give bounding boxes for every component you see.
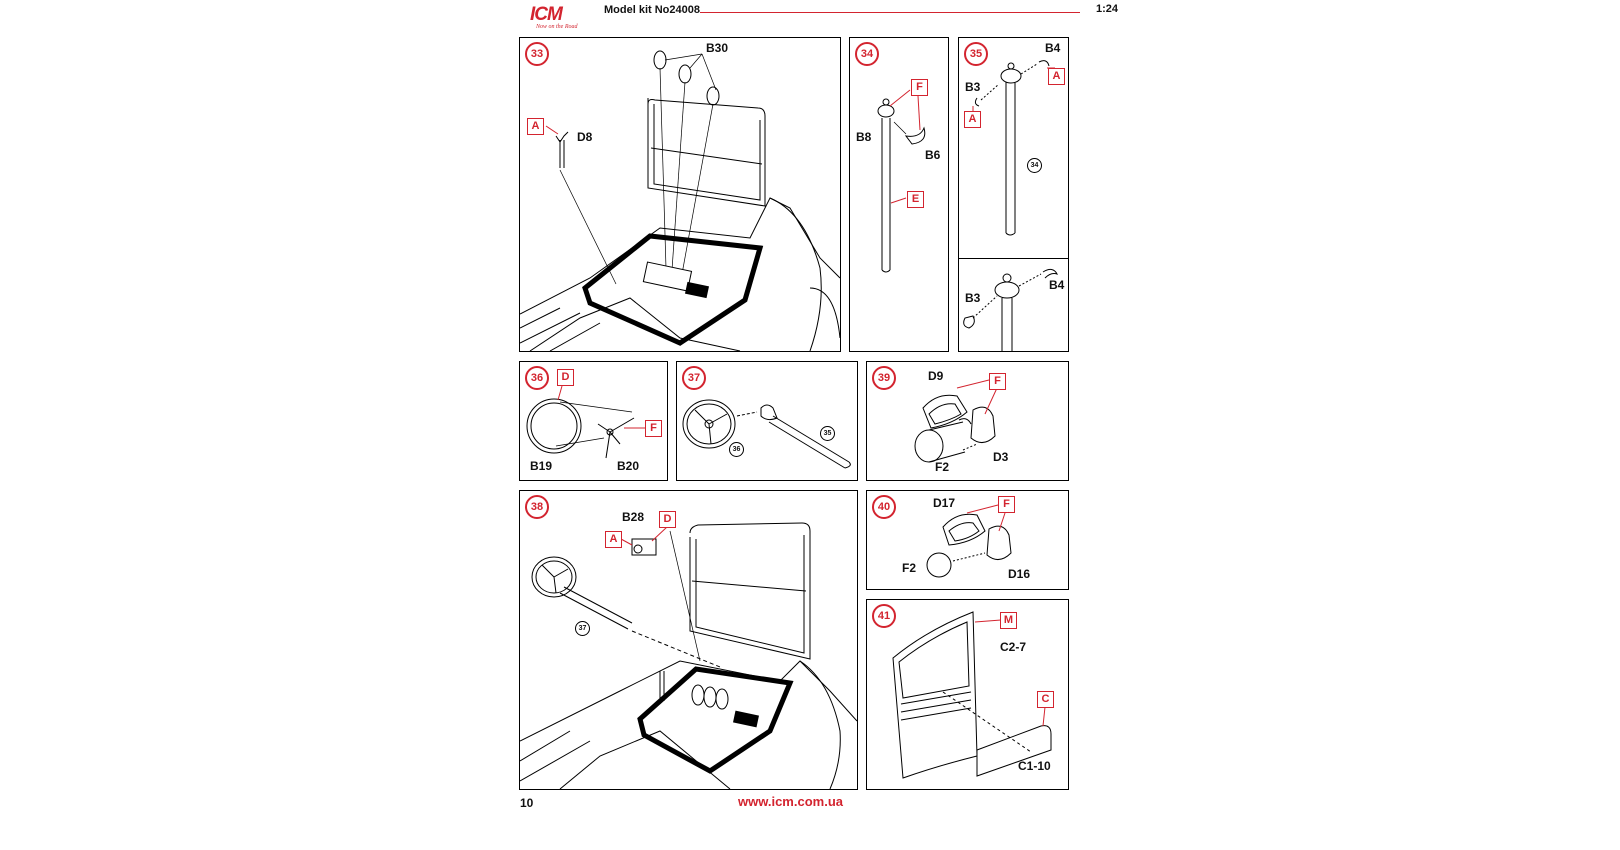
part-label-d16: D16 xyxy=(1008,567,1031,581)
part-label-c1-10: C1-10 xyxy=(1018,759,1051,773)
part-label-b20: B20 xyxy=(617,459,640,473)
logo-text: ICM xyxy=(530,4,563,25)
part-label-d3: D3 xyxy=(993,450,1009,464)
step-39-panel: 39 D9 F2 D3 F xyxy=(866,361,1069,481)
step-36-drawing xyxy=(526,385,645,459)
part-label-b30: B30 xyxy=(706,41,729,55)
color-code-f: F xyxy=(645,420,662,437)
color-code-m: M xyxy=(1000,612,1017,629)
step-number: 41 xyxy=(872,604,896,628)
step-number: 38 xyxy=(525,495,549,519)
logo-tagline: Now on the Road xyxy=(536,24,578,30)
step-number: 39 xyxy=(872,366,896,390)
step-33-drawing xyxy=(520,50,840,351)
step-39-drawing xyxy=(914,379,998,463)
step-number: 36 xyxy=(525,366,549,390)
part-label-b8: B8 xyxy=(856,130,872,144)
step-ref-37: 37 xyxy=(575,621,590,636)
part-label-b28: B28 xyxy=(622,510,645,524)
icm-logo: ICM Now on the Road xyxy=(530,4,590,30)
step-35-drawing xyxy=(963,60,1058,351)
color-code-d: D xyxy=(659,511,676,528)
part-label-b3: B3 xyxy=(965,80,981,94)
step-36-panel: 36 B19 B20 D F xyxy=(519,361,668,481)
color-code-f: F xyxy=(998,496,1015,513)
step-number: 34 xyxy=(855,42,879,66)
inset-divider xyxy=(959,258,1068,259)
color-code-e: E xyxy=(907,191,924,208)
part-label-b4-inset: B4 xyxy=(1049,278,1065,292)
step-38-panel: 38 B28 D A 37 xyxy=(519,490,858,790)
step-37-panel: 37 36 35 xyxy=(676,361,858,481)
part-label-b19: B19 xyxy=(530,459,553,473)
part-label-c2-7: C2-7 xyxy=(1000,640,1027,654)
color-code-c: C xyxy=(1037,691,1054,708)
color-code-f: F xyxy=(989,373,1006,390)
step-ref-36: 36 xyxy=(729,442,744,457)
step-33-panel: 33 B30 D8 A xyxy=(519,37,841,352)
page-header: ICM Now on the Road Model kit No24008 1:… xyxy=(530,0,1118,30)
header-divider xyxy=(700,12,1080,13)
step-41-drawing xyxy=(892,611,1052,779)
part-label-b3-inset: B3 xyxy=(965,291,981,305)
scale-label: 1:24 xyxy=(1095,3,1118,15)
step-34-panel: 34 B8 B6 F E xyxy=(849,37,949,352)
color-code-a-2: A xyxy=(964,111,981,128)
step-ref-34: 34 xyxy=(1027,158,1042,173)
page-number: 10 xyxy=(520,796,534,810)
step-ref-35: 35 xyxy=(820,426,835,441)
part-label-d8: D8 xyxy=(577,130,593,144)
color-code-a: A xyxy=(527,118,544,135)
step-35-panel: 35 B4 B3 A A 34 B3 B4 xyxy=(958,37,1069,352)
part-label-f2: F2 xyxy=(935,460,950,474)
step-number: 35 xyxy=(964,42,988,66)
color-code-a: A xyxy=(605,531,622,548)
part-label-d9: D9 xyxy=(928,369,944,383)
step-37-drawing xyxy=(682,399,851,469)
step-34-drawing xyxy=(877,89,926,273)
part-label-d17: D17 xyxy=(933,496,956,510)
part-label-b6: B6 xyxy=(925,148,941,162)
step-40-drawing xyxy=(926,504,1012,578)
step-number: 40 xyxy=(872,495,896,519)
kit-number: Model kit No24008 xyxy=(604,4,700,16)
step-number: 37 xyxy=(682,366,706,390)
color-code-d: D xyxy=(557,369,574,386)
step-41-panel: 41 C2-7 C1-10 M C xyxy=(866,599,1069,790)
color-code-f: F xyxy=(911,79,928,96)
part-label-b4: B4 xyxy=(1045,41,1061,55)
part-label-f2: F2 xyxy=(902,561,917,575)
color-code-a-1: A xyxy=(1048,68,1065,85)
website-link[interactable]: www.icm.com.ua xyxy=(738,794,843,809)
step-38-drawing xyxy=(520,522,857,789)
step-40-panel: 40 D17 F2 D16 F xyxy=(866,490,1069,590)
step-number: 33 xyxy=(525,42,549,66)
